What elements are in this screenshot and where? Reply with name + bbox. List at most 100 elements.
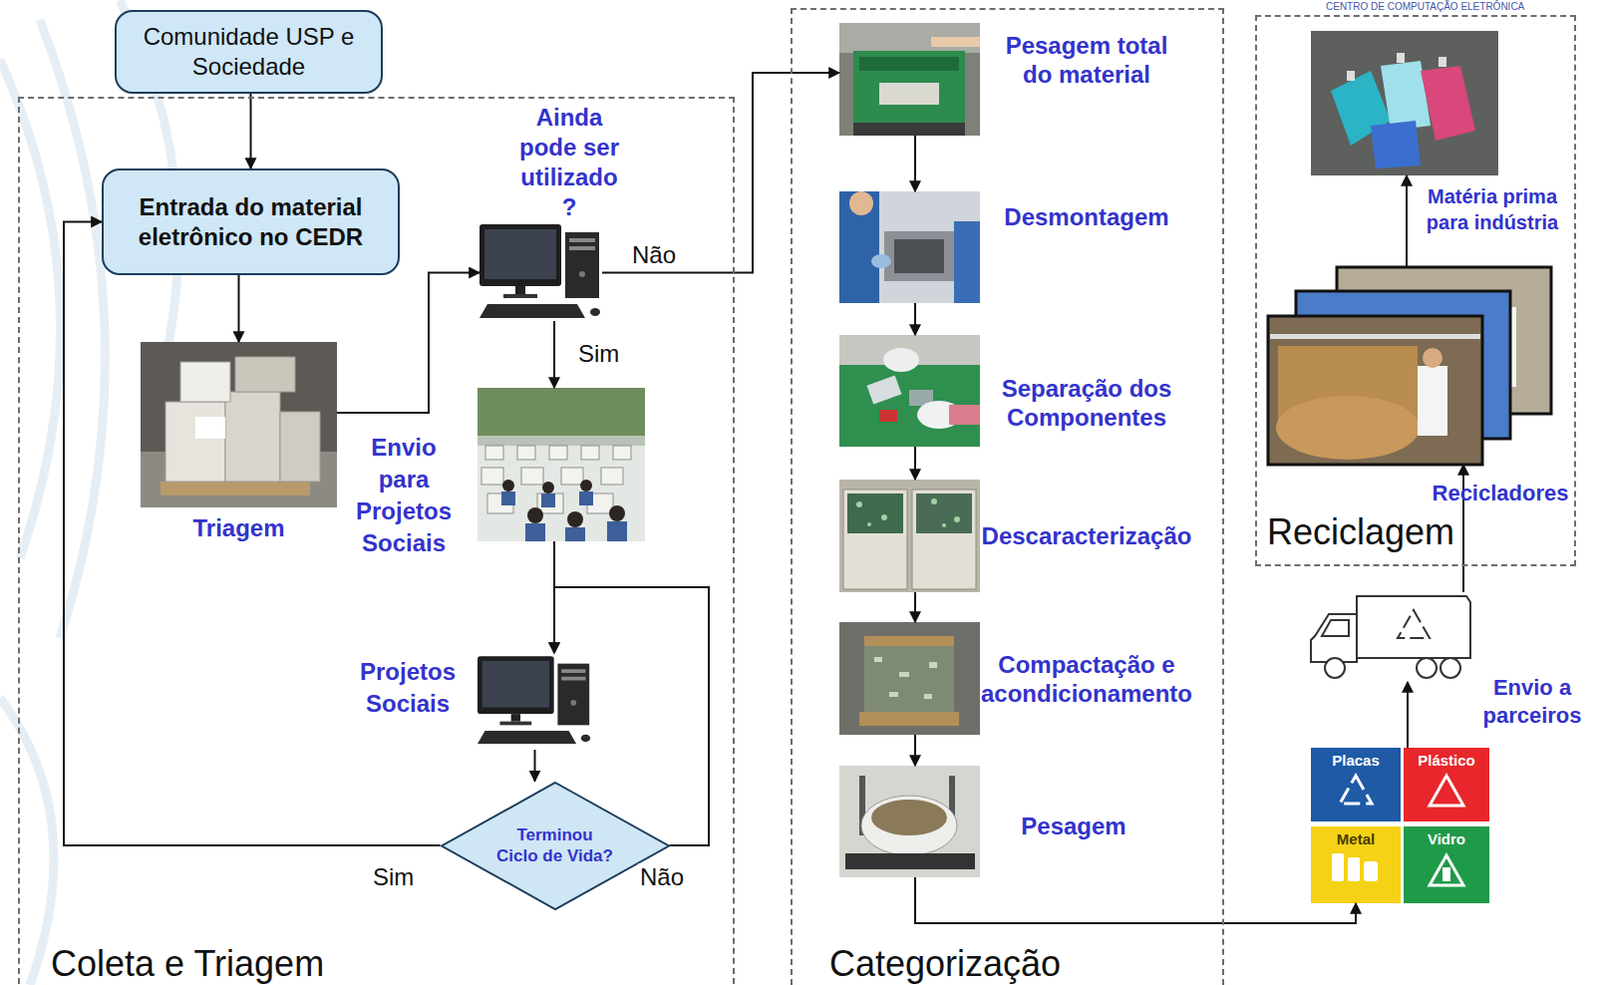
edge-label: Não xyxy=(638,863,686,892)
connector-arrow xyxy=(914,734,917,766)
shredding-photo xyxy=(942,523,947,528)
watermark-label: CENTRO DE COMPUTAÇÃO ELETRÔNICA xyxy=(1325,0,1525,13)
weighing-photo xyxy=(853,122,965,136)
connector-arrow xyxy=(914,446,917,480)
region-title: Reciclagem xyxy=(1264,510,1458,554)
connector-arrow xyxy=(336,273,480,414)
truck-icon xyxy=(1397,610,1430,639)
shredding-photo xyxy=(881,514,888,521)
recycling-bins xyxy=(1403,747,1490,822)
node-label: Desmontagem xyxy=(971,202,1202,232)
recycler-photos xyxy=(1268,267,1552,465)
truck-icon xyxy=(1416,657,1437,678)
connector-arrow xyxy=(553,320,556,388)
compaction-photo xyxy=(874,656,883,662)
diamond-outline xyxy=(440,781,670,911)
raw-material-photo xyxy=(1310,30,1499,176)
separation-photo xyxy=(879,409,898,422)
disassembly-photo xyxy=(839,191,880,304)
photo-step: Separação dos Componentes xyxy=(839,334,980,447)
recycling-bins xyxy=(1429,775,1464,806)
compaction-photo xyxy=(839,622,980,735)
separation-photo xyxy=(839,334,980,447)
raw-material-photo xyxy=(1370,120,1421,169)
region-title: Coleta e Triagem xyxy=(47,942,327,985)
shredding-photo xyxy=(954,516,960,523)
connector-arrow xyxy=(1405,175,1408,268)
recycler-photos xyxy=(1276,395,1420,460)
connector-arrow xyxy=(602,72,840,274)
sorting-photo xyxy=(180,361,231,402)
photo-step: Pesagem total do material xyxy=(839,22,980,136)
connector-arrow xyxy=(914,135,917,192)
recycling-bin: Metal xyxy=(1310,826,1401,904)
recycling-bins xyxy=(1339,775,1372,804)
stage-region: Categorização Pesagem total do materialDe… xyxy=(790,7,1225,985)
disassembly-photo xyxy=(894,239,945,274)
recycling-bins xyxy=(1310,747,1490,904)
weighing-photo xyxy=(879,82,940,105)
compaction-photo xyxy=(839,622,980,735)
photo-step: Matéria prima para indústria xyxy=(1310,30,1499,176)
node-label: Compactação e acondicionamento xyxy=(971,649,1202,708)
photo-step: Envio para Projetos Sociais xyxy=(477,387,645,542)
shredding-photo xyxy=(856,498,960,528)
region-title: Categorização xyxy=(826,942,1064,985)
classroom-photo xyxy=(485,445,504,460)
photo-step: Desmontagem xyxy=(839,191,980,304)
compaction-photo xyxy=(864,636,955,716)
classroom-photo xyxy=(521,467,544,485)
scale-photo xyxy=(871,799,948,836)
node-label: Ainda pode ser utilizado ? xyxy=(513,102,626,223)
raw-material-photo xyxy=(1396,52,1405,63)
raw-material-photo xyxy=(1310,30,1499,176)
classroom-photo xyxy=(517,445,536,460)
background-swoosh xyxy=(0,697,54,985)
shredding-photo xyxy=(867,522,872,527)
recycler-photos xyxy=(1268,316,1483,465)
truck-icon xyxy=(1440,657,1461,678)
node-label: Entrada do material eletrônico no CEDR xyxy=(121,192,381,253)
scale-photo xyxy=(839,765,980,878)
node-label: Metal xyxy=(1310,830,1401,849)
recycling-bins xyxy=(1363,861,1378,882)
sorting-photo xyxy=(280,411,320,482)
shredding-photo xyxy=(847,493,904,534)
scale-photo xyxy=(845,853,975,870)
sorting-photo xyxy=(140,341,337,508)
scale-photo xyxy=(839,765,980,878)
photo-step: Triagem xyxy=(140,341,337,508)
recycling-bins xyxy=(1429,855,1464,886)
node-label: Matéria prima para indústria xyxy=(1417,183,1568,236)
compaction-photo xyxy=(889,691,899,697)
truck-icon xyxy=(1310,596,1471,678)
node-label: Projetos Sociais xyxy=(351,655,464,720)
separation-photo xyxy=(883,347,920,372)
compaction-photo xyxy=(859,711,960,726)
node-label: Envio para Projetos Sociais xyxy=(348,431,459,560)
recycling-bins xyxy=(1347,857,1360,882)
diamond-outline xyxy=(441,782,669,910)
sorting-photo xyxy=(165,401,226,482)
raw-material-photo xyxy=(1346,52,1447,81)
recycler-photos xyxy=(1270,333,1481,339)
sorting-photo xyxy=(160,481,311,496)
classroom-photo xyxy=(477,387,645,542)
recycler-photos xyxy=(1422,347,1443,368)
classroom-photo xyxy=(525,523,546,542)
compaction-photo xyxy=(864,636,955,646)
truck-step: Envio a parceiros xyxy=(1308,592,1473,682)
node-label: Envio a parceiros xyxy=(1473,673,1592,730)
connector-arrow xyxy=(914,303,917,335)
shredding-photo xyxy=(931,498,938,505)
sorting-photo xyxy=(140,341,337,508)
connector-arrow xyxy=(1406,681,1409,748)
process-box: Entrada do material eletrônico no CEDR xyxy=(101,168,400,276)
decision-computer: Ainda pode ser utilizado ? xyxy=(479,224,603,321)
compaction-photo xyxy=(924,693,933,699)
shredding-photo xyxy=(839,479,980,593)
scale-photo xyxy=(861,795,958,856)
background-swoosh xyxy=(39,19,105,639)
disassembly-photo xyxy=(849,191,874,216)
